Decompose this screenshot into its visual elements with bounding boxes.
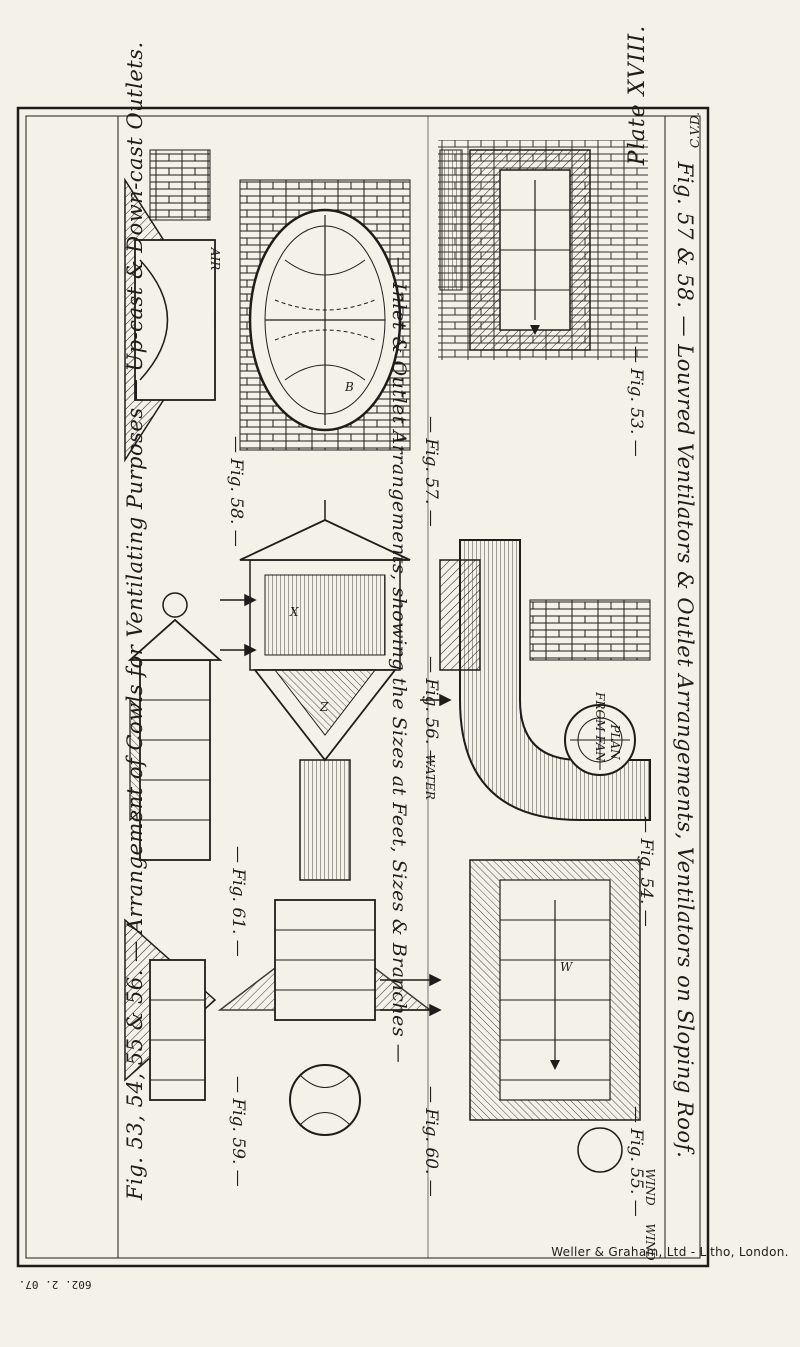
fig-label-59: — Fig. 59. — xyxy=(228,1076,248,1187)
fig-label-58: — Fig. 58. — xyxy=(226,436,246,547)
annot-from-fan: FROM FAN xyxy=(593,692,607,762)
fig-label-56: — Fig. 56. — xyxy=(421,656,441,767)
fig-58-drawing xyxy=(124,149,216,463)
fig-label-53: — Fig. 53. — xyxy=(626,346,646,457)
fig-59-drawing xyxy=(217,899,433,1136)
fig-55-drawing xyxy=(469,859,641,1173)
wind-arrows xyxy=(220,593,452,1017)
inner-border xyxy=(25,115,701,1259)
annot-w: W xyxy=(560,960,573,974)
annot-x: X xyxy=(290,605,299,619)
outer-border xyxy=(16,106,710,1268)
caption-row2: — Inlet & Outlet Arrangements, showing t… xyxy=(388,256,410,1064)
annot-air: AIR xyxy=(208,247,222,271)
annot-wind: WIND xyxy=(643,1168,657,1206)
annot-z: Z xyxy=(320,700,329,714)
caption-row1: Fig. 53, 54, 55 & 56. — Arrangement of C… xyxy=(123,41,147,1200)
fig-56-drawing xyxy=(239,500,411,881)
caption-row3: Fig. 57 & 58. — Louvred Ventilators & Ou… xyxy=(673,161,697,1159)
fig-54-drawing xyxy=(439,539,651,821)
fig-57-drawing xyxy=(239,179,411,451)
plate-title: Plate XVIII. xyxy=(625,24,650,166)
fig-label-54: — Fig. 54. — xyxy=(636,816,656,927)
fig-62-drawing xyxy=(124,918,217,1101)
printer-credit: Weller & Graham, Ltd - Litho, London. xyxy=(551,1245,789,1259)
annot-wind-2: WIND xyxy=(643,1223,657,1261)
fig-label-57: — Fig. 57. — xyxy=(421,416,441,527)
fig-label-60: — Fig. 60. — xyxy=(421,1086,441,1197)
annot-water: WATER xyxy=(423,754,437,800)
annot-b: B xyxy=(345,380,354,394)
annot-plan: PLAN xyxy=(608,724,622,760)
serial-number: 602. 2. 07. xyxy=(18,1278,92,1291)
fig-label-61: — Fig. 61. — xyxy=(228,846,248,957)
fig-53-drawing xyxy=(438,140,648,360)
fig-61-drawing xyxy=(127,592,223,861)
